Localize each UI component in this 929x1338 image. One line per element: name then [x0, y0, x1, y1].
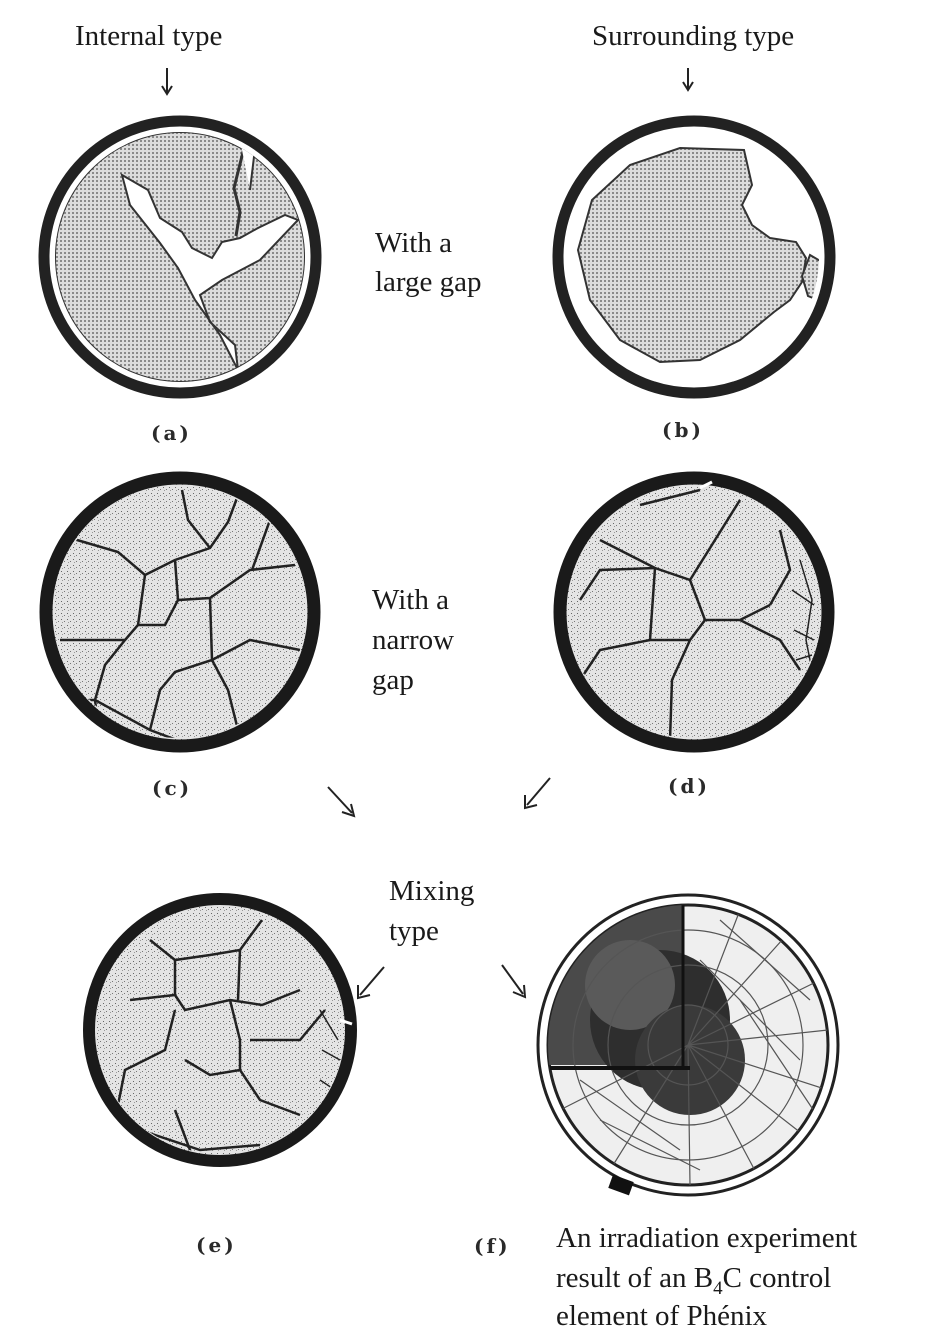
header-internal-type: Internal type [75, 16, 222, 56]
pellet-b-surrounding-large-gap [558, 121, 830, 393]
caption-narrow-gap-line2: narrow [372, 620, 454, 660]
panel-label-d: (d) [668, 774, 710, 798]
f-caption-line2-pre: result of an B [556, 1262, 713, 1294]
arrow-mixing-to-f [502, 965, 525, 997]
caption-mixing-line1: Mixing [389, 871, 474, 911]
caption-large-gap-line2: large gap [375, 262, 482, 302]
arrow-mixing-to-e [358, 967, 384, 998]
caption-mixing-line2: type [389, 911, 439, 951]
arrow-down-surrounding [683, 68, 693, 90]
arrow-d-to-mixing [525, 778, 550, 808]
arrow-c-to-mixing [328, 787, 354, 816]
f-caption-line2-post: C control [723, 1262, 832, 1294]
panel-label-e: (e) [196, 1233, 237, 1257]
caption-narrow-gap-line3: gap [372, 660, 414, 700]
caption-large-gap-line1: With a [375, 223, 452, 263]
pellet-d-surrounding-narrow-gap [560, 478, 828, 746]
panel-label-f: (f) [474, 1234, 511, 1258]
f-caption-line1: An irradiation experiment [556, 1218, 857, 1258]
pellet-f-irradiation-result [538, 895, 838, 1195]
arrow-down-internal [162, 68, 172, 94]
pellet-a-internal-large-gap [44, 121, 316, 393]
panel-label-a: (a) [151, 421, 192, 445]
header-surrounding-type: Surrounding type [592, 16, 794, 56]
pellet-e-mixing-type [89, 899, 352, 1161]
panel-label-c: (c) [152, 776, 192, 800]
f-caption-line3: element of Phénix [556, 1296, 767, 1336]
panel-label-b: (b) [662, 418, 704, 442]
pellet-c-internal-narrow-gap [46, 478, 314, 746]
caption-narrow-gap-line1: With a [372, 580, 449, 620]
